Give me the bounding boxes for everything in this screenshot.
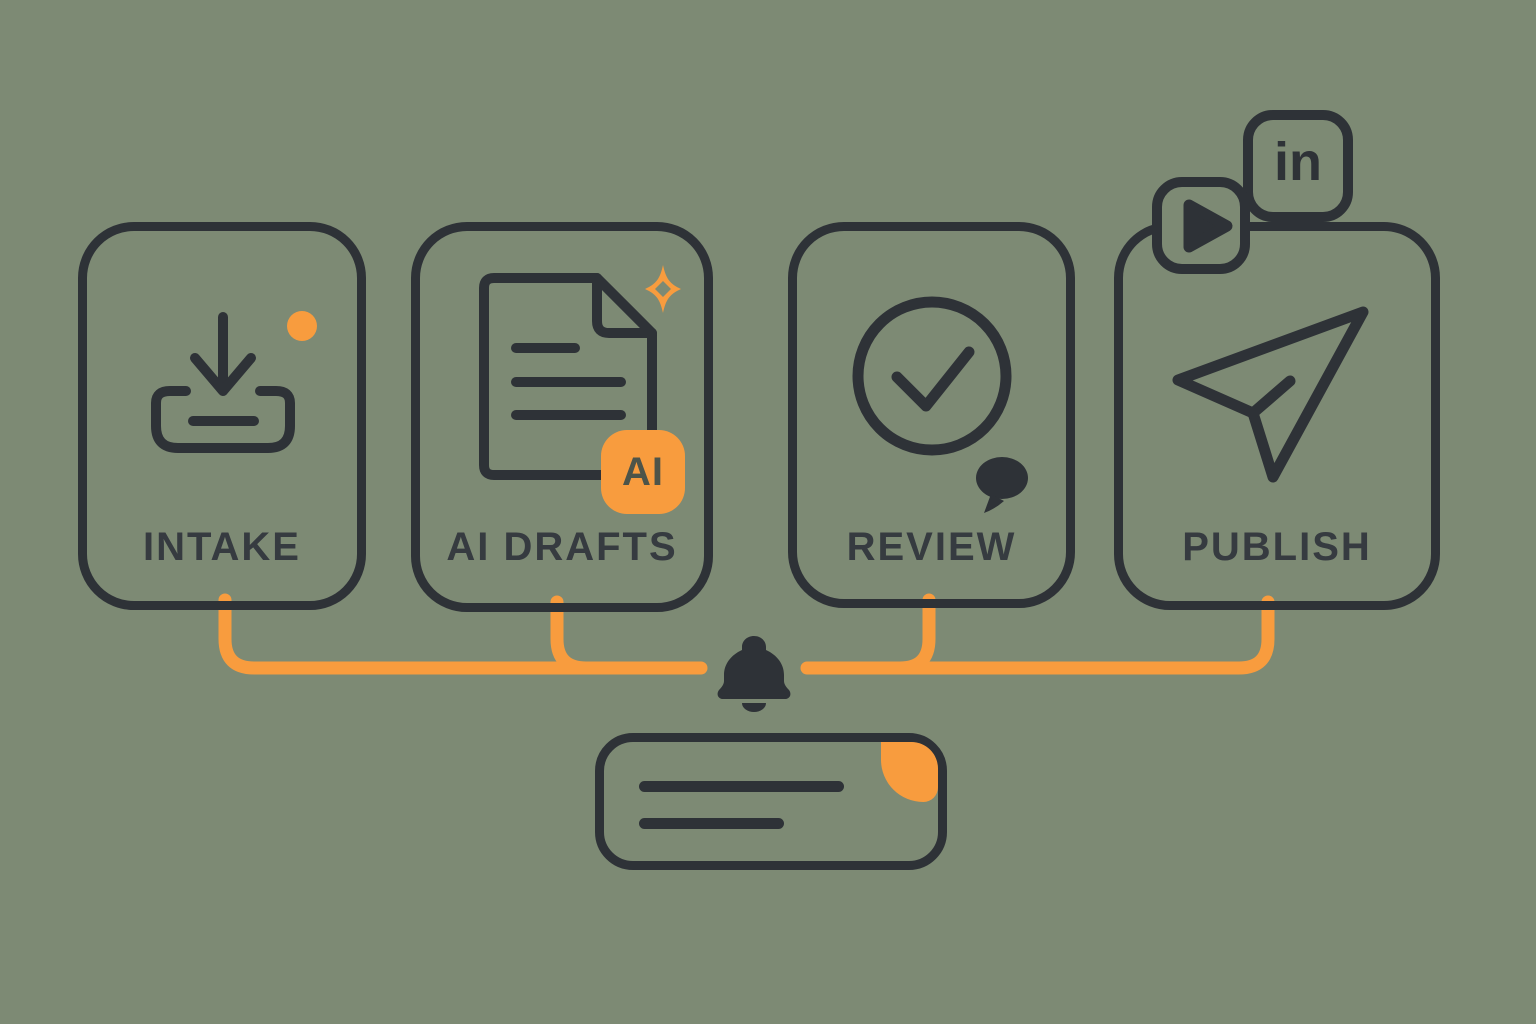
notification-card bbox=[595, 733, 947, 870]
step-label-review: REVIEW bbox=[846, 525, 1017, 569]
placeholder-line bbox=[639, 818, 784, 829]
placeholder-line bbox=[639, 781, 844, 792]
orange-dot bbox=[287, 311, 317, 341]
paper-plane-icon bbox=[1172, 306, 1369, 483]
card-review: REVIEW bbox=[788, 222, 1075, 608]
linkedin-icon: in bbox=[1243, 110, 1353, 222]
ai-badge: AI bbox=[601, 430, 685, 514]
card-intake: INTAKE bbox=[78, 222, 366, 610]
download-tray-icon bbox=[151, 311, 317, 453]
step-label-ai-drafts: AI DRAFTS bbox=[446, 525, 678, 569]
folded-corner-accent bbox=[881, 742, 938, 802]
card-publish: PUBLISH bbox=[1114, 222, 1440, 610]
check-circle-icon bbox=[852, 296, 1028, 513]
sparkle-icon bbox=[645, 265, 681, 313]
connector-ai-drafts bbox=[550, 595, 607, 675]
card-ai-drafts: AI DRAFTS bbox=[411, 222, 713, 612]
step-label-publish: PUBLISH bbox=[1182, 525, 1372, 569]
play-triangle bbox=[1183, 199, 1233, 253]
step-label-intake: INTAKE bbox=[143, 525, 301, 569]
linkedin-label: in bbox=[1274, 132, 1322, 192]
connector-review bbox=[873, 593, 936, 675]
bell-icon bbox=[717, 636, 791, 712]
ai-badge-label: AI bbox=[622, 449, 664, 494]
play-icon bbox=[1152, 177, 1250, 274]
speech-bubble-icon bbox=[976, 457, 1028, 513]
connector-intake bbox=[218, 593, 708, 675]
connector-publish bbox=[800, 595, 1275, 675]
